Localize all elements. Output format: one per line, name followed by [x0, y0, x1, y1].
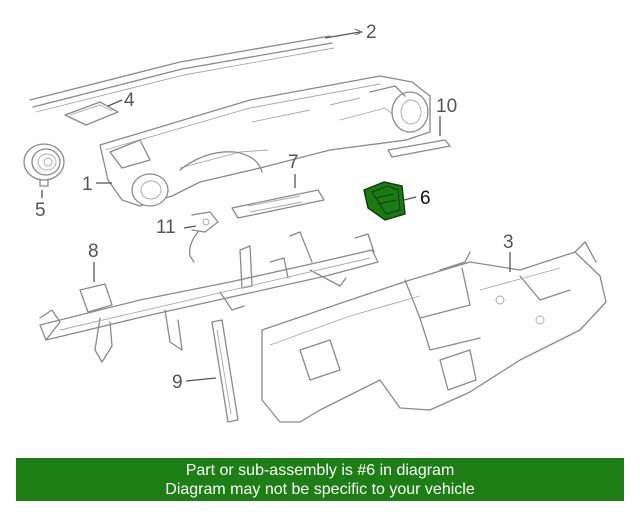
leader-lines	[41, 28, 511, 382]
part-2-windshield-trim[interactable]	[29, 35, 335, 113]
banner-line-1: Part or sub-assembly is #6 in diagram	[185, 462, 455, 479]
callout-10: 10	[436, 96, 457, 117]
part-9-brace[interactable]	[211, 319, 239, 423]
callout-9: 9	[172, 372, 183, 393]
part-4-defroster-panel[interactable]	[64, 101, 119, 126]
part-10-trim-strip[interactable]	[387, 139, 451, 158]
banner-line-2: Diagram may not be specific to your vehi…	[165, 481, 475, 498]
callout-2: 2	[366, 22, 377, 43]
callout-3: 3	[503, 232, 514, 253]
part-8-support-beam[interactable]	[39, 231, 379, 363]
part-5-round-vent[interactable]	[23, 143, 65, 187]
part-3-dashboard-lower-structure[interactable]	[261, 241, 607, 423]
part-7-center-bezel[interactable]	[231, 189, 325, 219]
part-11-wire-bracket[interactable]	[189, 211, 219, 263]
info-banner: Part or sub-assembly is #6 in diagram Di…	[16, 458, 624, 501]
callout-4: 4	[124, 90, 135, 111]
part-6-highlighted-assembly[interactable]	[363, 181, 406, 221]
part-1-dashboard-upper-panel[interactable]	[99, 75, 431, 207]
parts-diagram: 2 4 10 1 5 7 6 11 8 3 9	[23, 22, 607, 423]
callout-6: 6	[420, 188, 431, 209]
callout-11: 11	[156, 217, 176, 238]
callout-1: 1	[82, 174, 93, 195]
callout-7: 7	[288, 152, 299, 173]
callout-labels: 2 4 10 1 5 7 6 11 8 3 9	[35, 22, 514, 393]
callout-5: 5	[35, 200, 46, 221]
callout-8: 8	[88, 241, 99, 262]
